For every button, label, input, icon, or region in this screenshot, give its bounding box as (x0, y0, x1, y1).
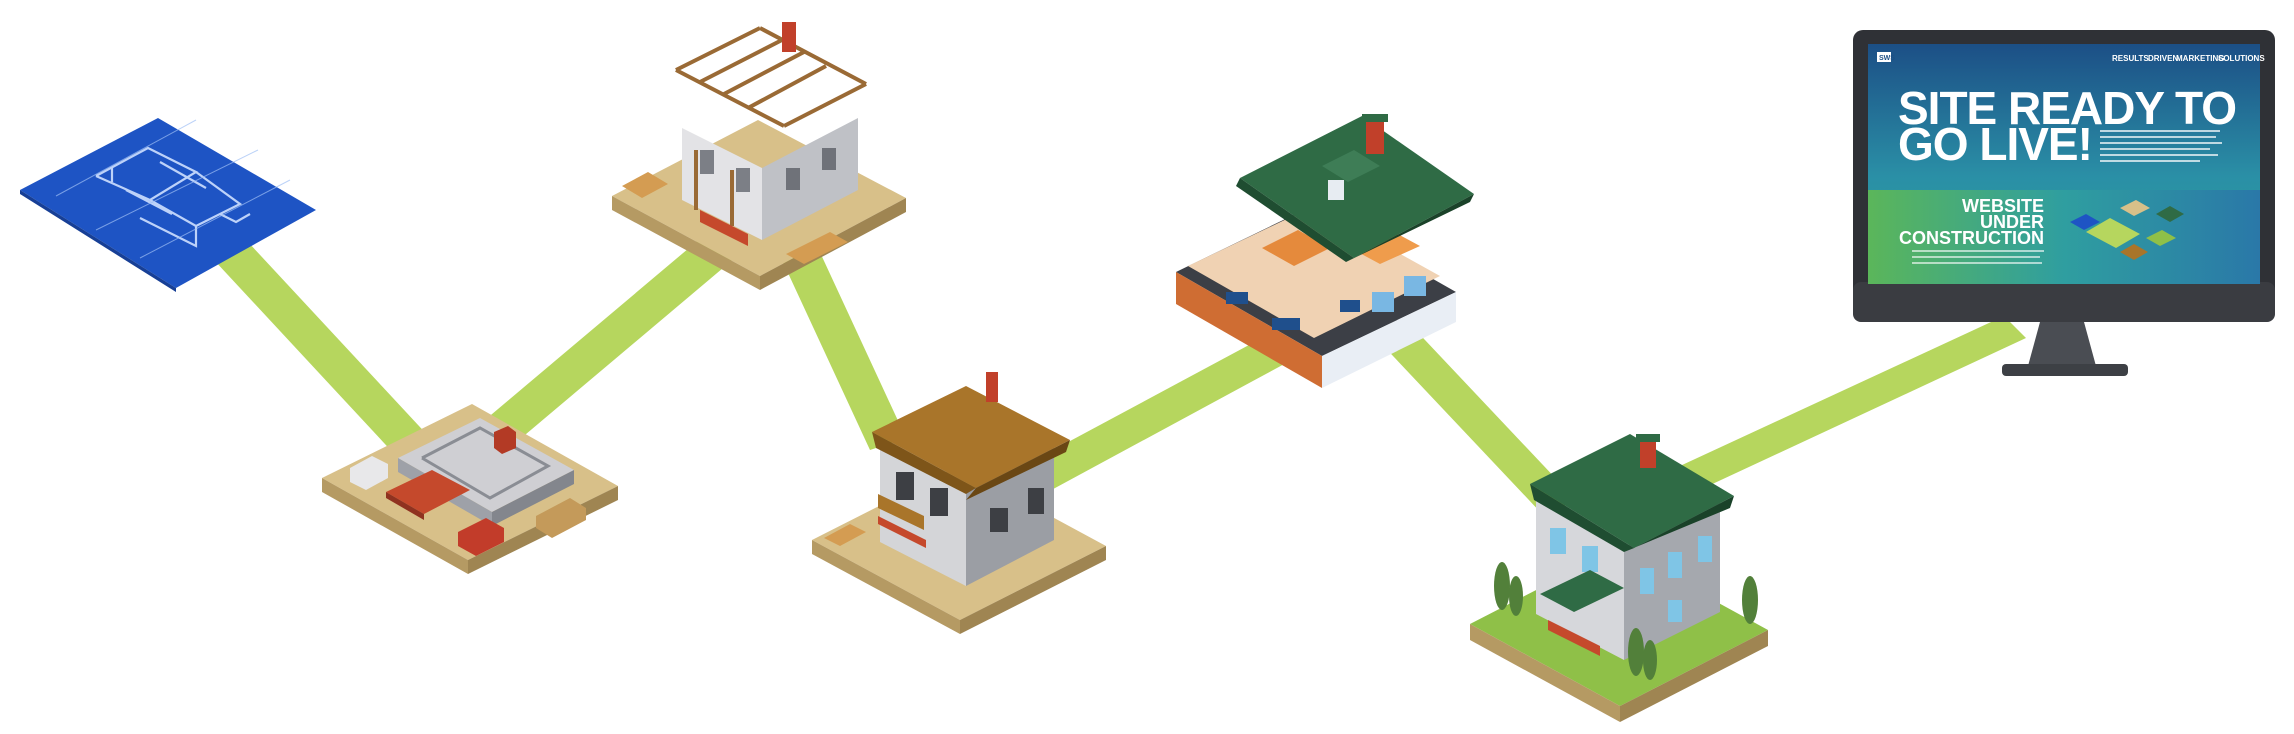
monitor-headline-line2: GO LIVE! (1898, 118, 2092, 170)
finished-house-icon (1470, 434, 1768, 722)
monitor-subhead-line2: UNDER (1980, 212, 2044, 232)
connector-4 (1016, 338, 1288, 494)
monitor-subhead-line1: WEBSITE (1962, 196, 2044, 216)
monitor-nav-driven[interactable]: DRIVEN (2148, 54, 2178, 63)
interior-cutaway-icon (1176, 114, 1474, 388)
monitor-subhead-line3: CONSTRUCTION (1899, 228, 2044, 248)
connector-5 (1376, 322, 1576, 516)
connector-3 (782, 248, 906, 450)
monitor-icon: SWS RESULTS DRIVEN MARKETING SOLUTIONS S… (1853, 30, 2275, 376)
monitor-nav-marketing[interactable]: MARKETING (2176, 54, 2224, 63)
foundation-icon (322, 404, 618, 574)
blueprint-icon (20, 118, 316, 292)
monitor-headline-line1: SITE READY TO (1898, 82, 2236, 134)
monitor-nav-solutions[interactable]: SOLUTIONS (2218, 54, 2265, 63)
exterior-house-icon (812, 372, 1106, 634)
monitor-mini-diagram (2070, 200, 2184, 260)
connector-1 (214, 242, 432, 458)
monitor-nav-results[interactable]: RESULTS (2112, 54, 2149, 63)
connector-paths (214, 232, 2026, 516)
monitor-brand: SWS (1879, 55, 1895, 62)
connector-6 (1654, 316, 2026, 500)
frame-construction-icon (612, 22, 906, 290)
connector-2 (466, 232, 742, 456)
